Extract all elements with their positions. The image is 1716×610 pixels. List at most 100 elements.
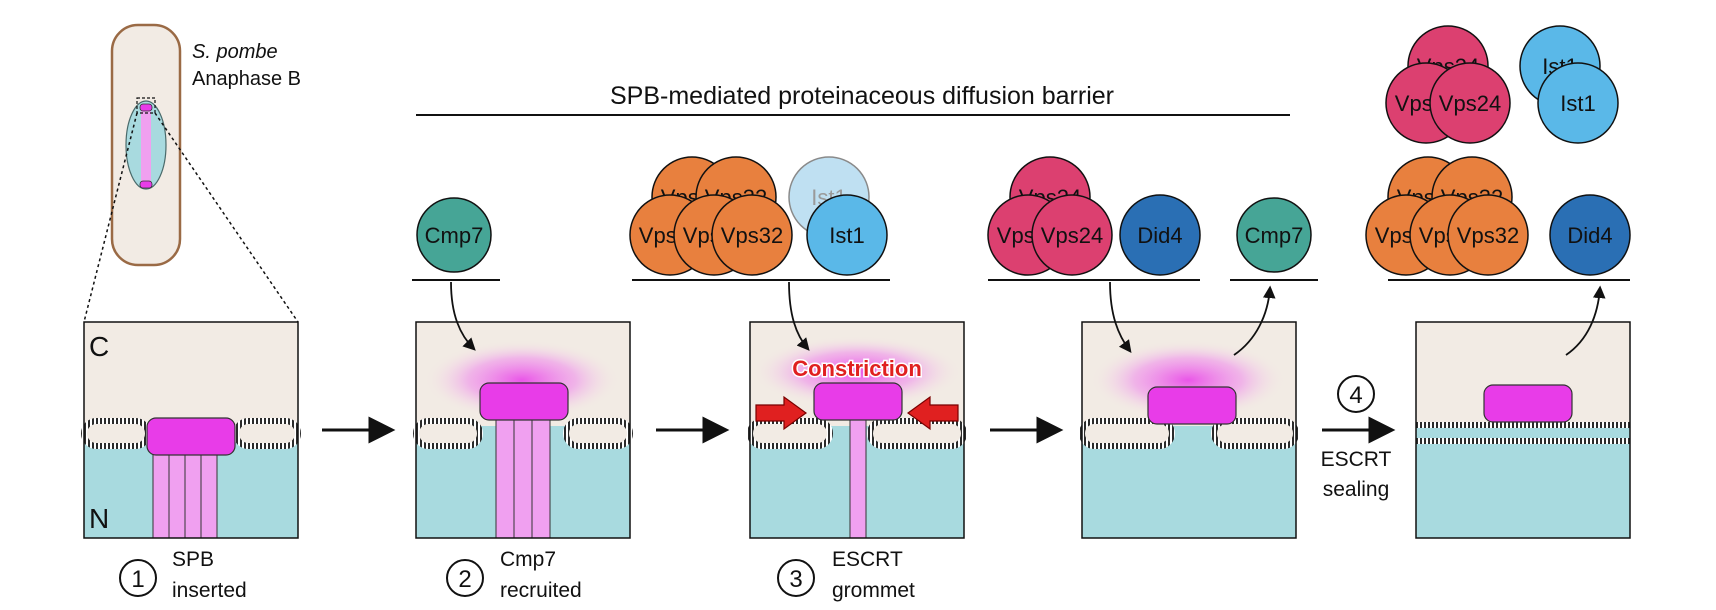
panel-1-stalk-2 [168, 451, 186, 539]
step-number-circle [1337, 375, 1375, 413]
step-number: 3 [789, 566, 802, 593]
constriction-arrow-right [906, 395, 959, 431]
panel-4-glow [1090, 340, 1286, 420]
escrt-recruit-arrow [788, 281, 810, 351]
barrier-title: SPB-mediated proteinaceous diffusion bar… [610, 82, 1114, 110]
escrt-release-arrow [1565, 285, 1606, 356]
panel-5-nucleus [1416, 426, 1630, 538]
vps24-label: Vps24 [1041, 223, 1103, 248]
cmp7-protein [1236, 197, 1312, 273]
zoom-line-right [154, 112, 299, 323]
cmp7-release-arrow [1233, 285, 1276, 356]
did4-protein [1549, 194, 1631, 276]
step-text-line2: inserted [172, 579, 247, 602]
cmp7-label: Cmp7 [425, 223, 484, 248]
panel-5-membrane-upper [1416, 422, 1630, 428]
zoom-box [136, 97, 156, 114]
step-number: 2 [458, 566, 471, 593]
step-label-4: 4 ESCRT sealing [1321, 375, 1392, 501]
cmp7-label: Cmp7 [1245, 223, 1304, 248]
vps32-label: Vps32 [721, 223, 783, 248]
panel-1-stalk-1 [152, 451, 170, 539]
cytoplasm-label: C [89, 331, 109, 362]
step-number-circle [119, 559, 157, 597]
step-text-line2: sealing [1323, 478, 1390, 501]
step-number: 4 [1349, 382, 1362, 409]
cmp7-group-released: Cmp7 [1230, 197, 1318, 356]
step-label-1: 1 SPB inserted [119, 548, 247, 602]
panel-4-membrane-right [1211, 418, 1299, 449]
panel-4 [1079, 321, 1299, 539]
panel-3: Constriction [747, 321, 967, 539]
panel-1-spb [146, 417, 236, 456]
panel-2-stalk-1 [495, 417, 515, 539]
step-number-circle [446, 559, 484, 597]
cell-overview: S. pombe Anaphase B [83, 23, 301, 323]
spindle [141, 108, 151, 184]
panel-3-spb [813, 382, 903, 421]
panel-4-frame [1081, 321, 1297, 539]
panel-3-frame [749, 321, 965, 539]
step-text-line1: Cmp7 [500, 548, 556, 571]
species-label: S. pombe [192, 41, 278, 63]
panel-2-frame [415, 321, 631, 539]
did4-label: Did4 [1137, 223, 1182, 248]
panel-5 [1415, 321, 1631, 539]
panel-1: C N [81, 321, 301, 539]
panel-1-stalk-4 [200, 451, 218, 539]
panel-3-membrane-right [867, 418, 967, 449]
vps24-protein [1031, 194, 1113, 276]
cmp7-protein [416, 197, 492, 273]
panel-3-glow [752, 336, 962, 408]
ist1-label: Ist1 [1560, 91, 1595, 116]
step-number: 1 [131, 566, 144, 593]
step-number-circle [777, 559, 815, 597]
ist1-protein [1537, 62, 1619, 144]
panel-1-stalk-3 [184, 451, 202, 539]
cmp7-recruit-arrow [450, 281, 476, 351]
panel-4-membrane-left [1079, 418, 1175, 449]
vps24-protein [1429, 62, 1511, 144]
panel-4-spb [1147, 386, 1237, 425]
constriction-arrow-left [755, 395, 808, 431]
panel-2-stalk-3 [531, 417, 551, 539]
spb-top [139, 103, 153, 112]
step-label-2: 2 Cmp7 recruited [446, 548, 582, 602]
step-label-3: 3 ESCRT grommet [777, 548, 915, 602]
vps32-protein [1447, 194, 1529, 276]
ist1-protein [806, 194, 888, 276]
panel-3-stalk [849, 417, 867, 539]
nucleus-label: N [89, 503, 109, 534]
panel-2-membrane-left [413, 418, 483, 449]
step-text-line1: ESCRT [832, 548, 903, 571]
vps32-protein [711, 194, 793, 276]
panel-1-frame [83, 321, 299, 539]
panel-2-membrane-right [563, 418, 633, 449]
panel-1-membrane-right [233, 418, 301, 449]
stage-label: Anaphase B [192, 68, 301, 90]
escrt-group-released: Vps24 Vps24 Vps24 Ist1 Ist1 Vps32 Vps32 … [1365, 25, 1631, 356]
ist1-label: Ist1 [829, 223, 864, 248]
step-text-line1: ESCRT [1321, 448, 1392, 471]
panel-2 [413, 321, 633, 539]
escrt-group-panel-4: Vps24 Vps24 Vps24 Did4 [987, 156, 1201, 354]
step-text-line2: recruited [500, 579, 582, 602]
did4-protein [1119, 194, 1201, 276]
escrt-recruit-arrow [1109, 281, 1132, 354]
step-text-line2: grommet [832, 579, 915, 602]
panel-5-spb [1483, 384, 1573, 423]
escrt-group-panel-3: Ist1 Vps32 Vps32 Vps32 Vps32 Vps32 Ist1 [629, 156, 890, 351]
panel-1-membrane-left [81, 418, 151, 449]
panel-2-spb [479, 382, 569, 421]
cmp7-group-panel-2: Cmp7 [412, 197, 500, 351]
spb-bottom [139, 180, 153, 189]
vps24-label: Vps24 [1439, 91, 1501, 116]
panel-1-cytoplasm [84, 322, 298, 426]
panel-5-frame [1415, 321, 1631, 539]
panel-5-membrane-lower [1416, 438, 1630, 444]
vps32-label: Vps32 [1457, 223, 1519, 248]
did4-label: Did4 [1567, 223, 1612, 248]
panel-2-stalk-2 [513, 417, 533, 539]
panel-2-cmp7-glow [424, 340, 620, 420]
